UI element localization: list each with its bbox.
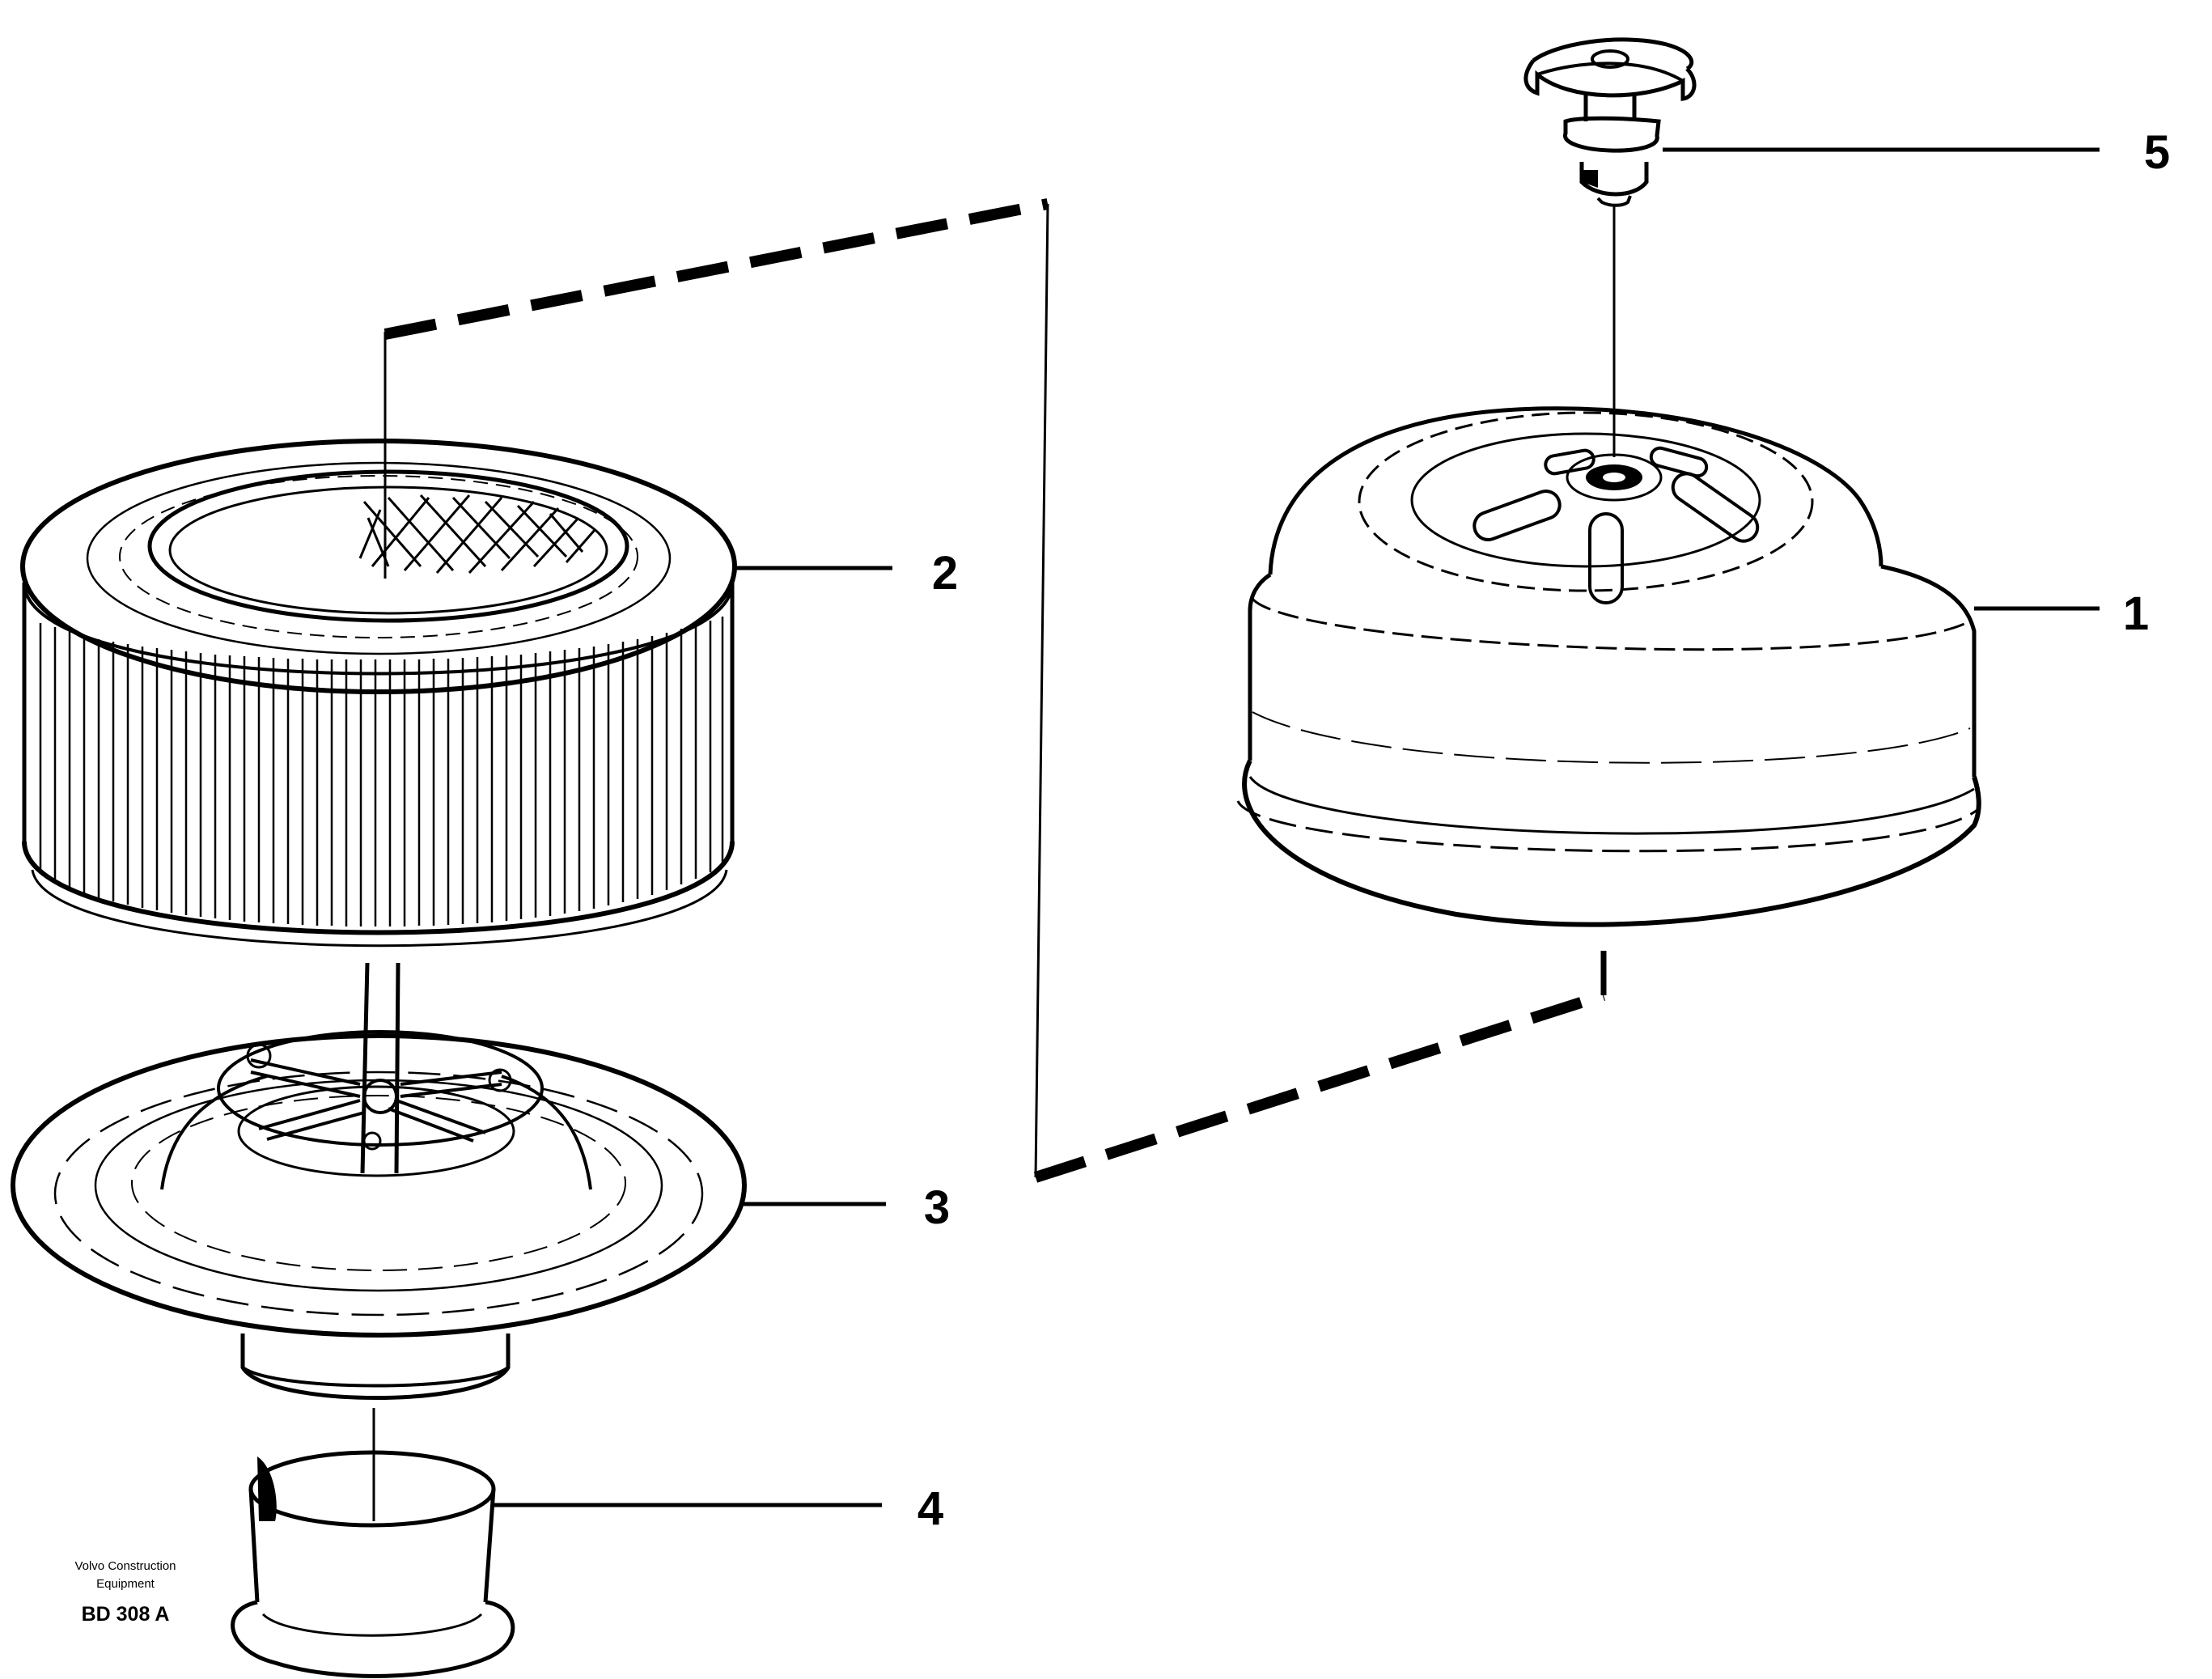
cover-knob-part (1523, 37, 1697, 457)
housing-base-part (11, 962, 747, 1521)
housing-cover-part (1236, 406, 1981, 927)
manufacturer-credit: Volvo Construction (74, 1559, 176, 1573)
callout-5: 5 (2144, 126, 2170, 179)
manufacturer-credit-line2: Equipment (96, 1577, 155, 1591)
leader-lines (494, 147, 2100, 1507)
inner-mesh (358, 494, 596, 575)
callout-3: 3 (924, 1181, 950, 1234)
callout-2: 2 (932, 547, 958, 600)
filter-pleats (39, 617, 724, 926)
cover-slots (1473, 446, 1760, 604)
filter-element-part (20, 332, 737, 948)
drawing-id: BD 308 A (82, 1603, 170, 1626)
assembly-path (383, 198, 1607, 1183)
sleeve-part (231, 1450, 515, 1678)
callout-1: 1 (2123, 587, 2149, 640)
callout-4: 4 (917, 1482, 943, 1535)
